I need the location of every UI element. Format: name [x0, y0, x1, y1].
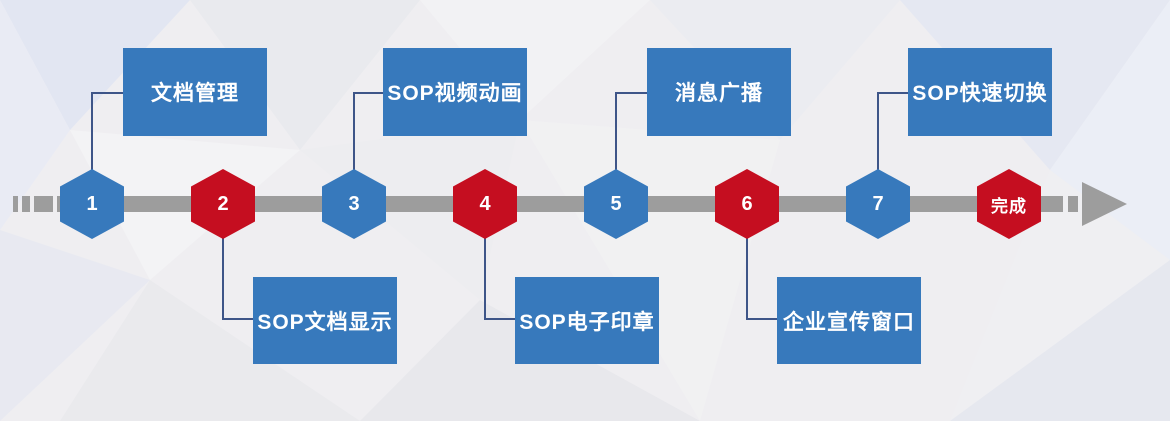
step-number: 6 — [741, 192, 753, 215]
label-box-step-2: SOP文档显示 — [253, 277, 397, 364]
trunk-bar — [57, 196, 1063, 212]
trunk-start-dash — [22, 196, 30, 212]
connector-step-5 — [616, 92, 647, 94]
hexagon-step-5: 5 — [584, 169, 648, 239]
label-text: SOP电子印章 — [519, 310, 655, 334]
end-label: 完成 — [991, 196, 1027, 216]
label-box-step-6: 企业宣传窗口 — [777, 277, 921, 364]
label-box-step-5: 消息广播 — [647, 48, 791, 136]
connector-step-1 — [91, 92, 93, 170]
connector-step-1 — [92, 92, 123, 94]
trunk-start-dash — [34, 196, 53, 212]
step-number: 7 — [872, 192, 884, 215]
label-text: 企业宣传窗口 — [783, 310, 915, 334]
connector-step-3 — [354, 92, 383, 94]
label-box-step-1: 文档管理 — [123, 48, 267, 136]
label-box-step-3: SOP视频动画 — [383, 48, 527, 136]
step-number: 2 — [217, 192, 229, 215]
step-number: 3 — [348, 192, 360, 215]
label-text: 文档管理 — [151, 82, 239, 105]
connector-step-3 — [353, 92, 355, 170]
hexagon-step-1: 1 — [60, 169, 124, 239]
hexagon-step-6: 6 — [715, 169, 779, 239]
trunk-start-dash — [13, 196, 18, 212]
connector-step-4 — [484, 238, 486, 320]
label-text: SOP视频动画 — [387, 82, 523, 105]
connector-step-2 — [223, 318, 253, 320]
label-box-step-7: SOP快速切换 — [908, 48, 1052, 136]
label-text: SOP文档显示 — [257, 310, 393, 334]
connector-step-5 — [615, 92, 617, 170]
connector-step-4 — [485, 318, 515, 320]
connector-step-7 — [878, 92, 908, 94]
label-text: 消息广播 — [675, 82, 763, 105]
label-text: SOP快速切换 — [912, 82, 1048, 105]
label-box-step-4: SOP电子印章 — [515, 277, 659, 364]
step-number: 4 — [479, 192, 491, 215]
hexagon-step-2: 2 — [191, 169, 255, 239]
connector-step-6 — [746, 238, 748, 320]
hexagon-step-7: 7 — [846, 169, 910, 239]
step-number: 5 — [610, 192, 622, 215]
connector-step-2 — [222, 238, 224, 320]
connector-step-6 — [747, 318, 777, 320]
step-number: 1 — [86, 192, 98, 215]
arrow-head-icon — [1082, 182, 1127, 226]
trunk-end-dash — [1068, 196, 1078, 212]
connector-step-7 — [877, 92, 879, 170]
